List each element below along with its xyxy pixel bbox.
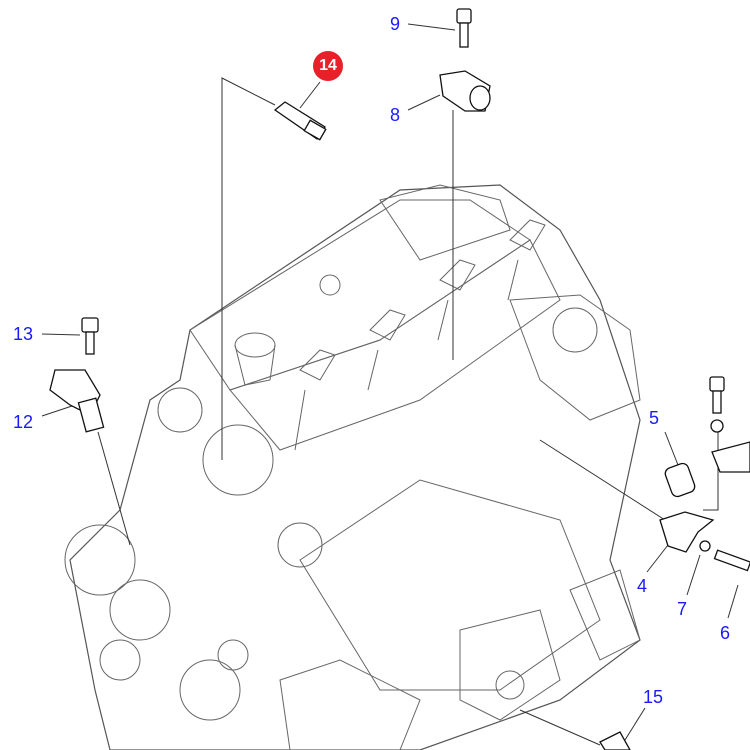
callout-13[interactable]: 13 xyxy=(13,324,34,344)
part-6-bolt xyxy=(713,549,750,572)
engine-block xyxy=(64,184,641,750)
callout-4[interactable]: 4 xyxy=(637,576,648,596)
part-14-pressure-switch xyxy=(273,101,327,141)
part-13-bolt xyxy=(81,317,99,355)
part-right-sensor xyxy=(709,376,750,473)
part-8-sensor xyxy=(439,70,491,112)
callout-9[interactable]: 9 xyxy=(390,14,401,34)
leader-lines xyxy=(41,23,739,746)
callout-7[interactable]: 7 xyxy=(677,599,688,619)
callout-6[interactable]: 6 xyxy=(720,623,731,643)
callout-12[interactable]: 12 xyxy=(13,412,34,432)
part-15-plug xyxy=(599,731,631,750)
part-5-spacer xyxy=(664,462,696,498)
callout-14-highlighted[interactable]: 14 xyxy=(313,51,343,81)
part-4-bracket xyxy=(659,511,715,553)
callout-15[interactable]: 15 xyxy=(643,687,664,707)
part-7-washer xyxy=(699,540,711,552)
callout-8[interactable]: 8 xyxy=(390,105,401,125)
callout-5[interactable]: 5 xyxy=(649,408,660,428)
part-12-speed-sensor xyxy=(49,369,105,433)
part-9-bolt xyxy=(456,8,472,48)
